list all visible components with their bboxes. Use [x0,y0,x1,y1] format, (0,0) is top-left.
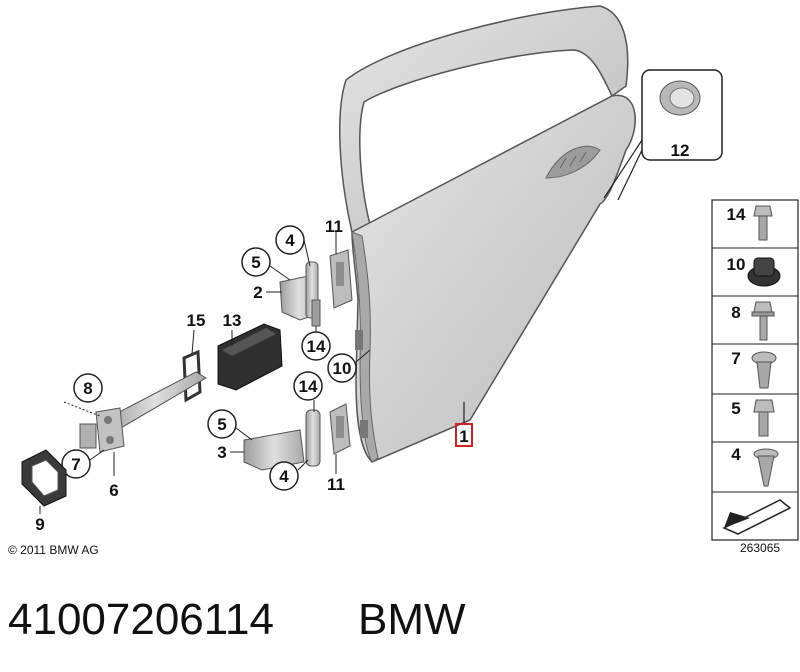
label-bolt-5-upper: 5 [251,253,260,272]
label-screw-8: 8 [83,379,92,398]
plug-detail: 12 [603,69,723,201]
part-number: 41007206114 [8,595,274,644]
label-screw-7: 7 [71,455,80,474]
label-pad-13: 13 [223,311,242,330]
brand-name: BMW [358,595,466,644]
label-bolt-5-lower: 5 [217,415,226,434]
side-item-4: 4 [731,445,741,464]
copyright-text: © 2011 BMW AG [8,543,99,557]
door-panel: 1 [339,5,636,463]
label-shim-11-lower: 11 [327,475,345,494]
side-item-7: 7 [731,349,740,368]
figure-id: 263065 [740,541,780,555]
cover-part: 9 [21,449,67,534]
side-item-8: 8 [731,303,740,322]
label-nut-10: 10 [333,359,352,378]
label-screw-4-lower: 4 [279,467,289,486]
label-shim-11-upper: 11 [325,217,343,236]
label-gasket-15: 15 [187,311,206,330]
label-bolt-14-upper: 14 [307,337,326,356]
label-check-strap: 6 [109,481,118,500]
label-plug: 12 [671,141,690,160]
upper-hinge-group: 4 5 2 11 14 10 [241,217,371,383]
label-hinge-lower: 3 [217,443,226,462]
direction-arrow-icon [722,499,792,535]
label-cover-9: 9 [35,515,44,534]
label-bolt-14-lower: 14 [299,377,318,396]
lower-hinge-group: 5 3 14 4 11 [207,371,351,494]
label-hinge-upper: 2 [253,283,262,302]
fastener-side-panel: 14 10 8 7 5 4 [711,199,799,541]
side-item-10: 10 [727,255,746,274]
side-item-14: 14 [727,205,746,224]
label-screw-4-upper: 4 [285,231,295,250]
label-door: 1 [459,427,468,446]
check-strap-group: 13 15 8 7 6 [61,311,283,500]
side-item-5: 5 [731,399,740,418]
